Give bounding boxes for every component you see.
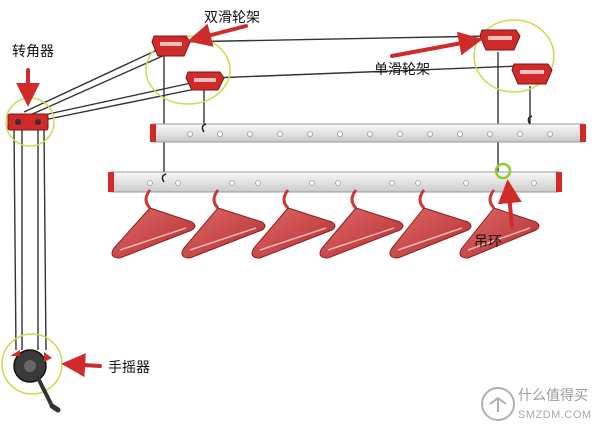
label-hanging-ring: 吊环 xyxy=(474,234,502,250)
lower-drying-rail xyxy=(108,171,562,193)
watermark-logo-icon xyxy=(481,387,515,421)
hanger-2 xyxy=(181,189,266,259)
hanger-3 xyxy=(251,189,336,259)
watermark: 什么值得买 SMZDM.COM xyxy=(481,387,592,421)
label-single-pulley: 单滑轮架 xyxy=(374,61,430,78)
hand-crank xyxy=(1,333,63,413)
hanger-4 xyxy=(319,189,404,259)
hanger-1 xyxy=(111,189,196,259)
single-pulley-brackets xyxy=(473,19,555,93)
hanger-6 xyxy=(459,189,540,259)
label-double-pulley: 双滑轮架 xyxy=(204,9,260,26)
ceiling-cables xyxy=(13,35,531,351)
label-corner-unit: 转角器 xyxy=(12,44,54,60)
rail-hooks xyxy=(161,115,533,183)
corner-unit xyxy=(5,97,55,147)
watermark-name: 什么值得买 xyxy=(518,387,588,404)
hanger-5 xyxy=(389,189,472,259)
label-hand-crank: 手摇器 xyxy=(108,360,150,376)
pointer-arrows xyxy=(16,23,522,378)
clothes-hangers xyxy=(111,189,540,259)
upper-drying-rail xyxy=(150,123,586,143)
double-pulley-bracket xyxy=(145,35,231,105)
watermark-url: SMZDM.COM xyxy=(518,409,592,421)
hanging-ring-highlight xyxy=(494,162,512,180)
